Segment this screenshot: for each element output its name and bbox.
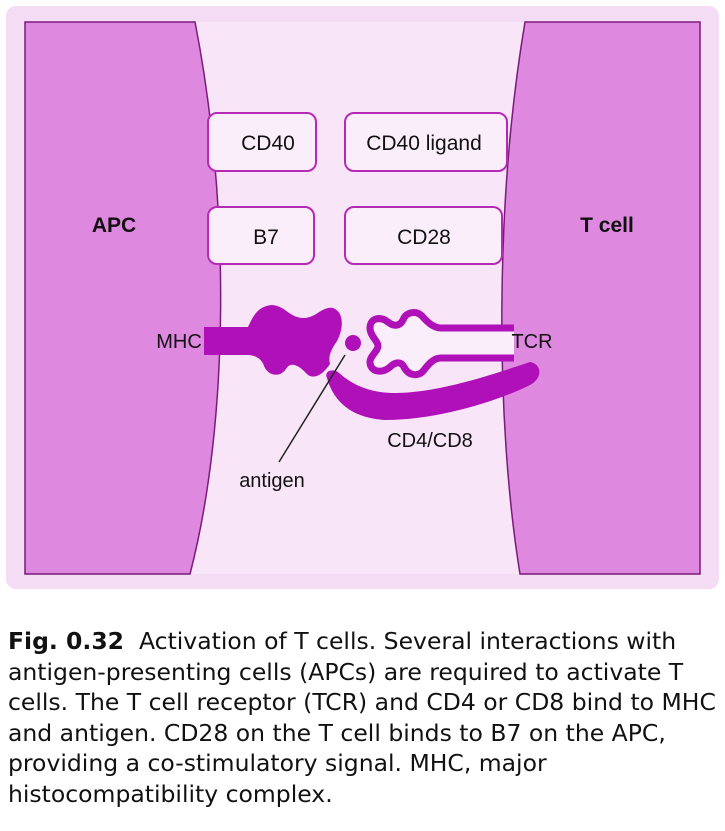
tcr-molecule [366,309,514,379]
figure-caption: Fig. 0.32 Activation of T cells. Several… [8,626,720,809]
t-cell [501,21,701,575]
tcr-label: TCR [511,331,552,353]
t-cell-label: T cell [580,214,634,237]
b7-label: B7 [253,226,279,249]
cd40-ligand-box [344,112,508,172]
cd40-ligand-label: CD40 ligand [366,132,482,155]
cd4-cd8-molecule [326,362,540,420]
cd40-label: CD40 [241,132,295,155]
apc-cell [24,21,222,575]
caption-text: Activation of T cells. Several interacti… [8,627,716,808]
cd4-cd8-label: CD4/CD8 [387,430,473,452]
apc-label: APC [92,214,136,237]
t-cell-activation-diagram: APC T cell CD40 CD40 ligand B7 CD28 MHC … [6,6,719,589]
cd28-label: CD28 [397,226,451,249]
cd40-box [207,112,317,172]
antigen-label: antigen [239,470,305,492]
mhc-molecule [204,305,342,377]
antigen-particle [345,335,361,351]
mhc-label: MHC [156,331,202,353]
cd28-box [344,206,503,265]
figure-number: Fig. 0.32 [8,627,125,655]
b7-box [207,206,315,265]
antigen-leader-line [278,354,346,463]
